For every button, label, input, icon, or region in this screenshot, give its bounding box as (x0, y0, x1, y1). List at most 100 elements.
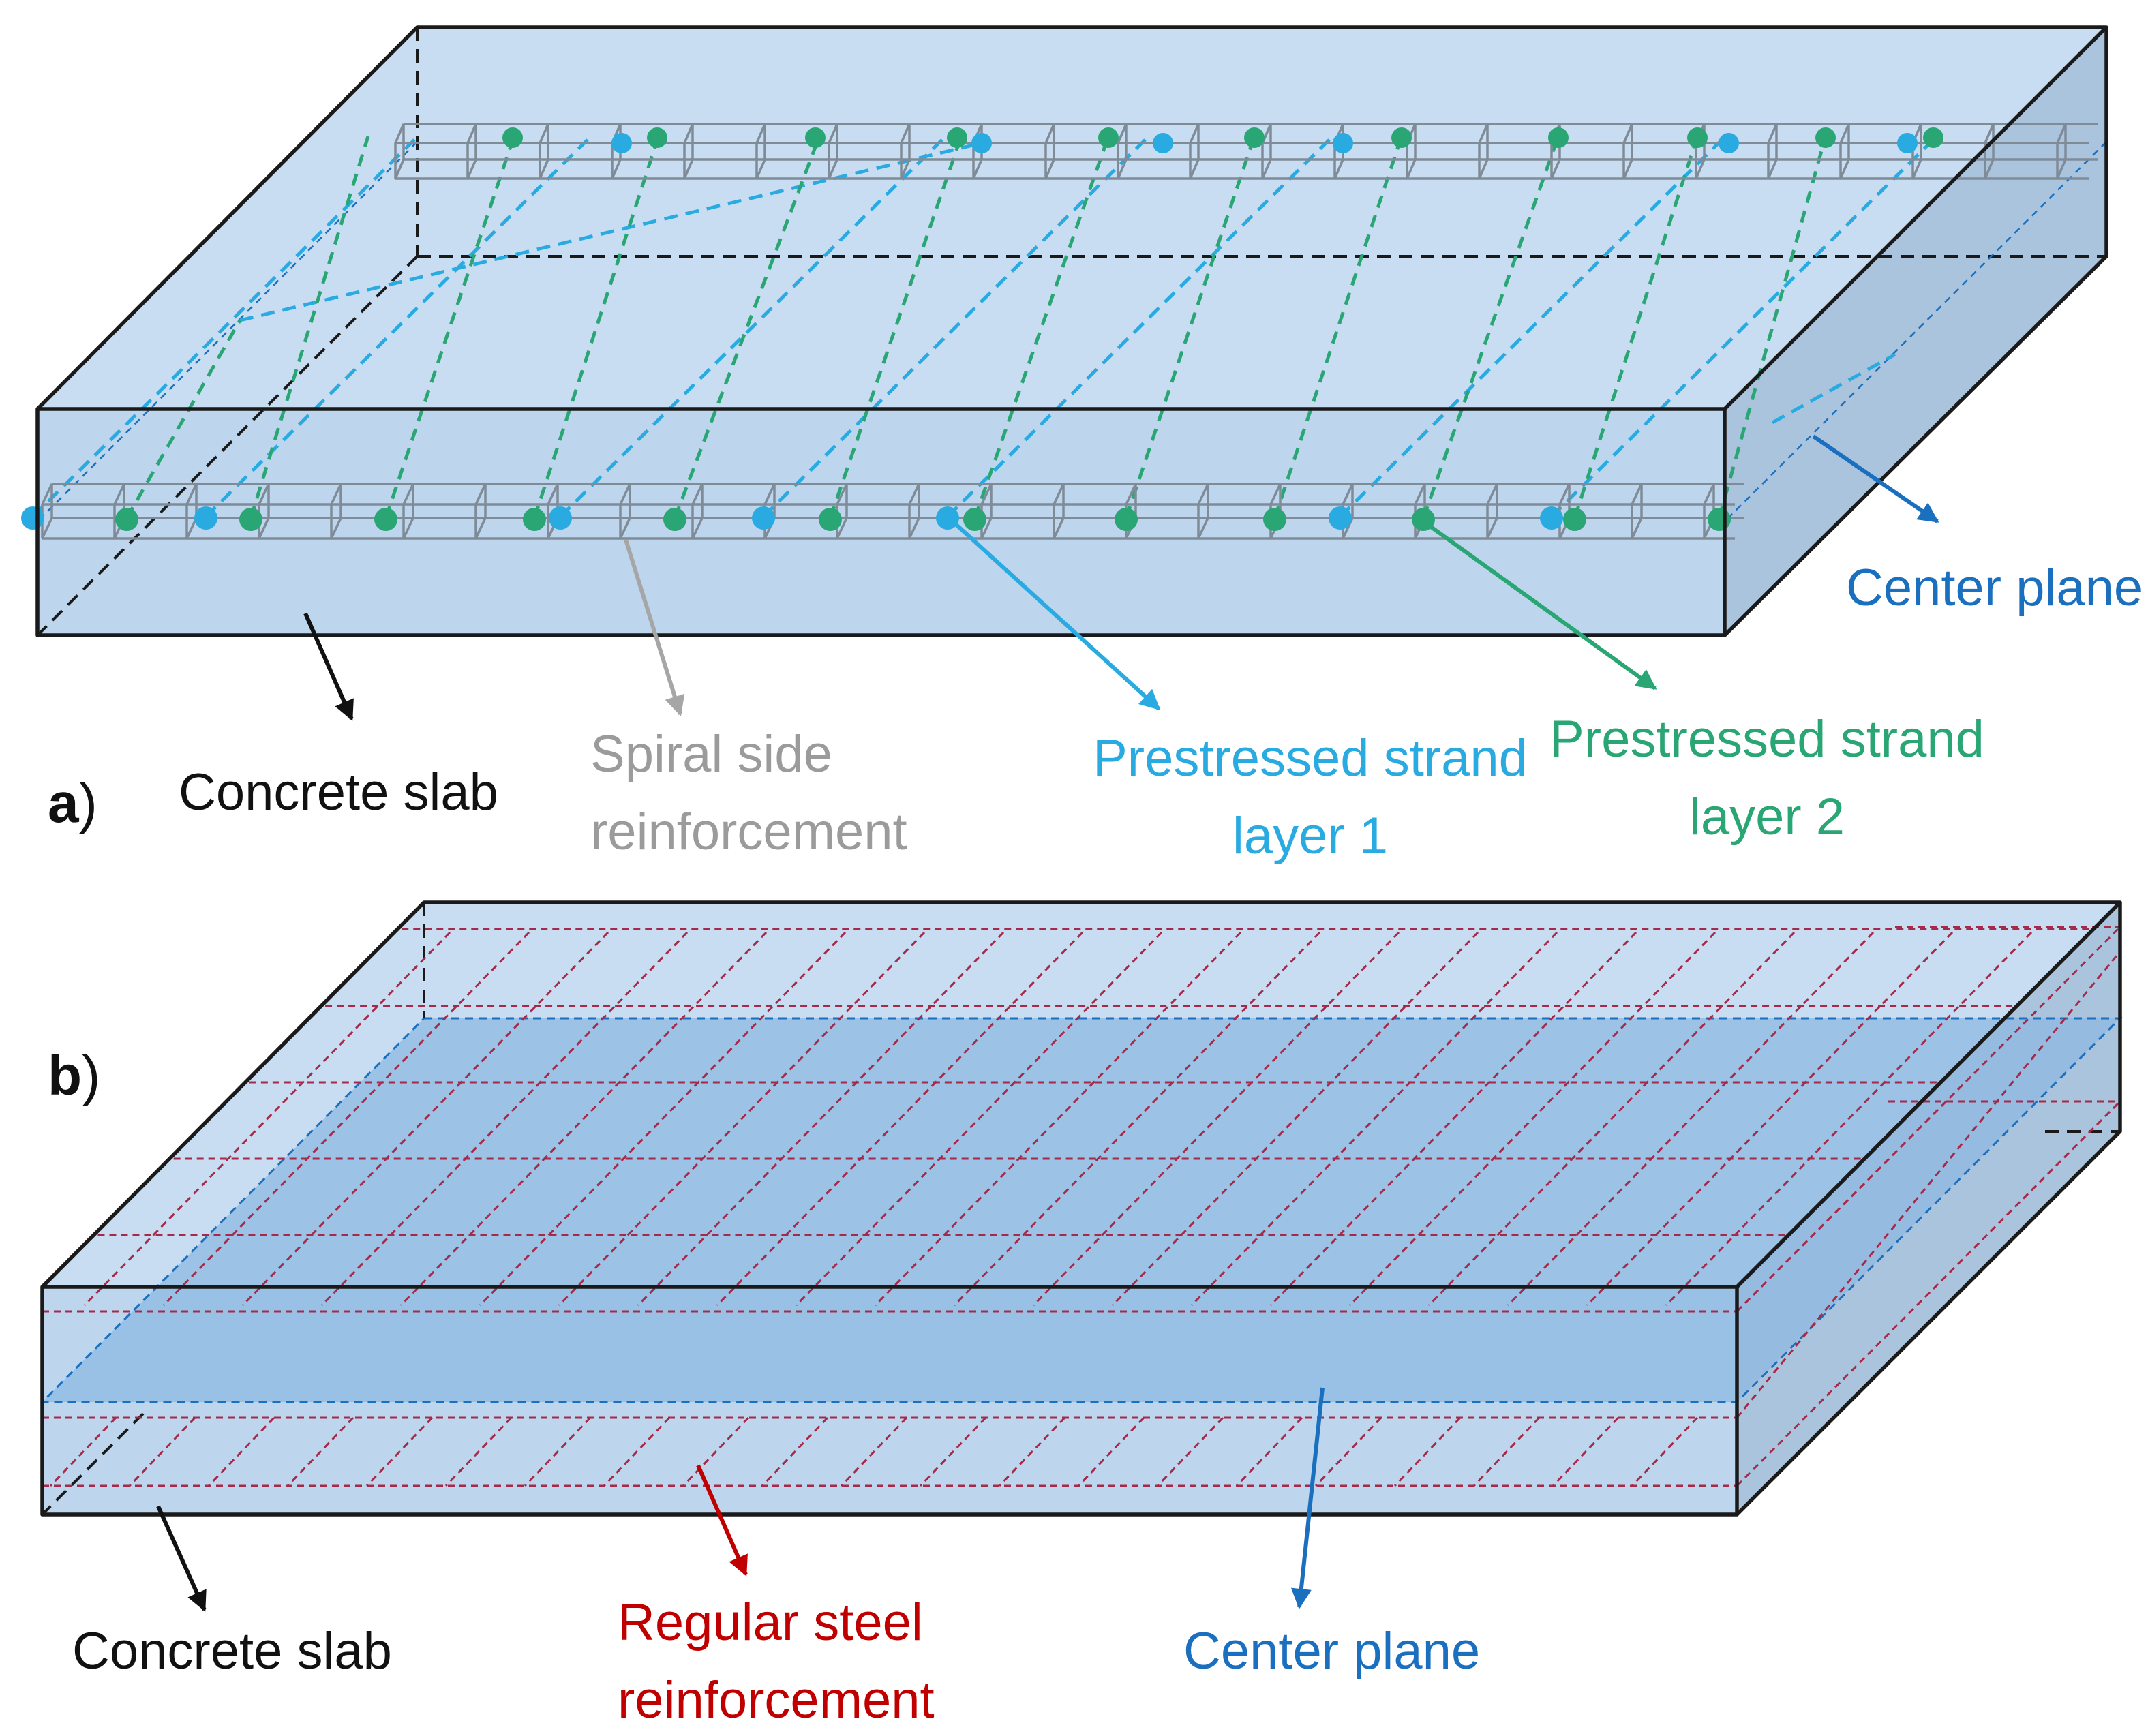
strand-layer-2-dot (1923, 127, 1943, 148)
strand-layer-2-dot (1563, 508, 1586, 531)
strand-layer-2-dot (1687, 127, 1708, 148)
steel-bar-transverse (320, 931, 689, 1307)
steel-bar-transverse (795, 931, 1163, 1307)
steel-bar-transverse (365, 1416, 434, 1487)
steel-bar-transverse (840, 1416, 908, 1487)
steel-bar-transverse (919, 1416, 987, 1487)
steel-bar-transverse (998, 1416, 1066, 1487)
strand-layer-1-dot (1153, 133, 1173, 153)
strand-layer-2-dot (239, 508, 262, 531)
strand-layer-1-label-line1: Prestressed strand (1093, 729, 1528, 787)
center-plane-label-a: Center plane (1846, 559, 2143, 617)
steel-bar-transverse (444, 1416, 513, 1487)
steel-bar-transverse (603, 1416, 671, 1487)
steel-bar-transverse (1472, 1416, 1541, 1487)
steel-bar-transverse (1393, 1416, 1462, 1487)
strand-layer-2-line (673, 136, 821, 519)
strand-layer-1-dot (611, 133, 632, 153)
strand-layer-2-dot (502, 127, 523, 148)
strand-layer-1-line (239, 141, 982, 322)
slab-b-hidden-edges (41, 902, 2120, 1516)
strand-layer-1-lines (31, 138, 1935, 518)
spiral-arrow (624, 539, 685, 716)
steel-bar-transverse (479, 931, 847, 1307)
steel-bar-transverse (1665, 931, 2033, 1307)
slab-a-front-face (37, 409, 1725, 635)
center-plane-label-b: Center plane (1183, 1622, 1480, 1680)
steel-bar-transverse (1586, 931, 1954, 1307)
strand-layer-1-line (1550, 138, 1935, 518)
strand-layer-1-line (1771, 352, 1896, 425)
slab-a-center-plane-outline (37, 141, 2107, 522)
strand-layer-2-dot (374, 508, 397, 531)
strand-layer-1-dot (549, 506, 572, 530)
strand-layer-2-dot (1815, 127, 1836, 148)
strand-layer-1-arrow (947, 516, 1161, 711)
strand-layer-2-dot (523, 508, 546, 531)
steel-bar-transverse (1111, 931, 1479, 1307)
steel-bar-transverse (1631, 1416, 1699, 1487)
strand-layer-2-arrow (1422, 519, 1657, 690)
steel-bar-transverse (399, 931, 768, 1307)
strand-layer-2-lines (125, 136, 1828, 519)
strand-layer-1-dot (1540, 506, 1563, 530)
strand-layer-1-dot (1329, 506, 1352, 530)
steel-bar-transverse (1314, 1416, 1382, 1487)
steel-bar-transverse (1190, 931, 1558, 1307)
concrete-slab-label-b: Concrete slab (72, 1622, 392, 1680)
strand-layer-2-line (973, 136, 1110, 519)
steel-bar-transverse (874, 931, 1242, 1307)
spiral-label-line2: reinforcement (590, 803, 907, 861)
strand-layer-2-line (532, 136, 661, 519)
strand-layer-2-dot (1548, 127, 1569, 148)
strand-layer-2-line (1421, 136, 1560, 519)
spiral-label-line1: Spiral side (590, 725, 832, 783)
steel-bar-transverse (1269, 931, 1637, 1307)
strand-layer-1-dot (1719, 133, 1739, 153)
strand-layer-2-label-line2: layer 2 (1689, 788, 1845, 846)
strand-layer-1-dot (1897, 133, 1918, 153)
strand-layer-2-line (1717, 136, 1828, 519)
steel-bar-transverse (1507, 931, 1875, 1307)
strand-layer-2-dot (1708, 508, 1731, 531)
steel-bar-transverse (682, 1416, 750, 1487)
steel-bar-transverse (1156, 1416, 1224, 1487)
slab-b-edges (40, 900, 2122, 1517)
steel-bar-transverse (524, 1416, 592, 1487)
strand-layer-2-dot (1263, 508, 1286, 531)
strand-layer-2-line (828, 136, 963, 519)
panel-a-prestressed-slab: a) Concrete slab Spiral side reinforceme… (21, 25, 2143, 865)
steel-bar-transverse (1427, 931, 1796, 1307)
steel-bar-transverse (558, 931, 926, 1307)
slab-a-top-face (37, 27, 2106, 409)
strand-layer-1-dot (971, 133, 992, 153)
strand-layer-2-dot (805, 127, 826, 148)
strand-layer-2-dot (819, 508, 842, 531)
steel-bar-transverse (1235, 1416, 1303, 1487)
strand-layer-2-dot (947, 127, 967, 148)
strand-layer-2-line (249, 136, 370, 519)
steel-bar-transverse (1348, 931, 1716, 1307)
strand-layer-1-label-line2: layer 1 (1232, 807, 1388, 865)
strand-layer-2-line (125, 319, 242, 519)
steel-bar-transverse (286, 1416, 354, 1487)
steel-bar-transverse (207, 1416, 275, 1487)
steel-arrow (696, 1464, 748, 1577)
strand-layer-2-dot (1391, 127, 1412, 148)
steel-label-line2: reinforcement (618, 1671, 935, 1729)
strand-layer-2-line (1573, 136, 1699, 519)
steel-bar-side (1736, 926, 2121, 1313)
strand-layer-1-dot (21, 506, 44, 530)
steel-bar-transverse (241, 931, 609, 1307)
strand-layer-2-dot (963, 508, 986, 531)
steel-bar-transverse (953, 931, 1321, 1307)
regular-steel-reinforcement-grid (42, 926, 2121, 1487)
panel-a-label: a) (48, 772, 97, 834)
steel-bar-transverse (637, 931, 1005, 1307)
steel-bar-side (1736, 951, 2121, 1418)
steel-bar-transverse (1077, 1416, 1145, 1487)
strand-layer-1-dot (752, 506, 775, 530)
strand-layer-2-dot (663, 508, 686, 531)
strand-layer-2-dot (647, 127, 667, 148)
